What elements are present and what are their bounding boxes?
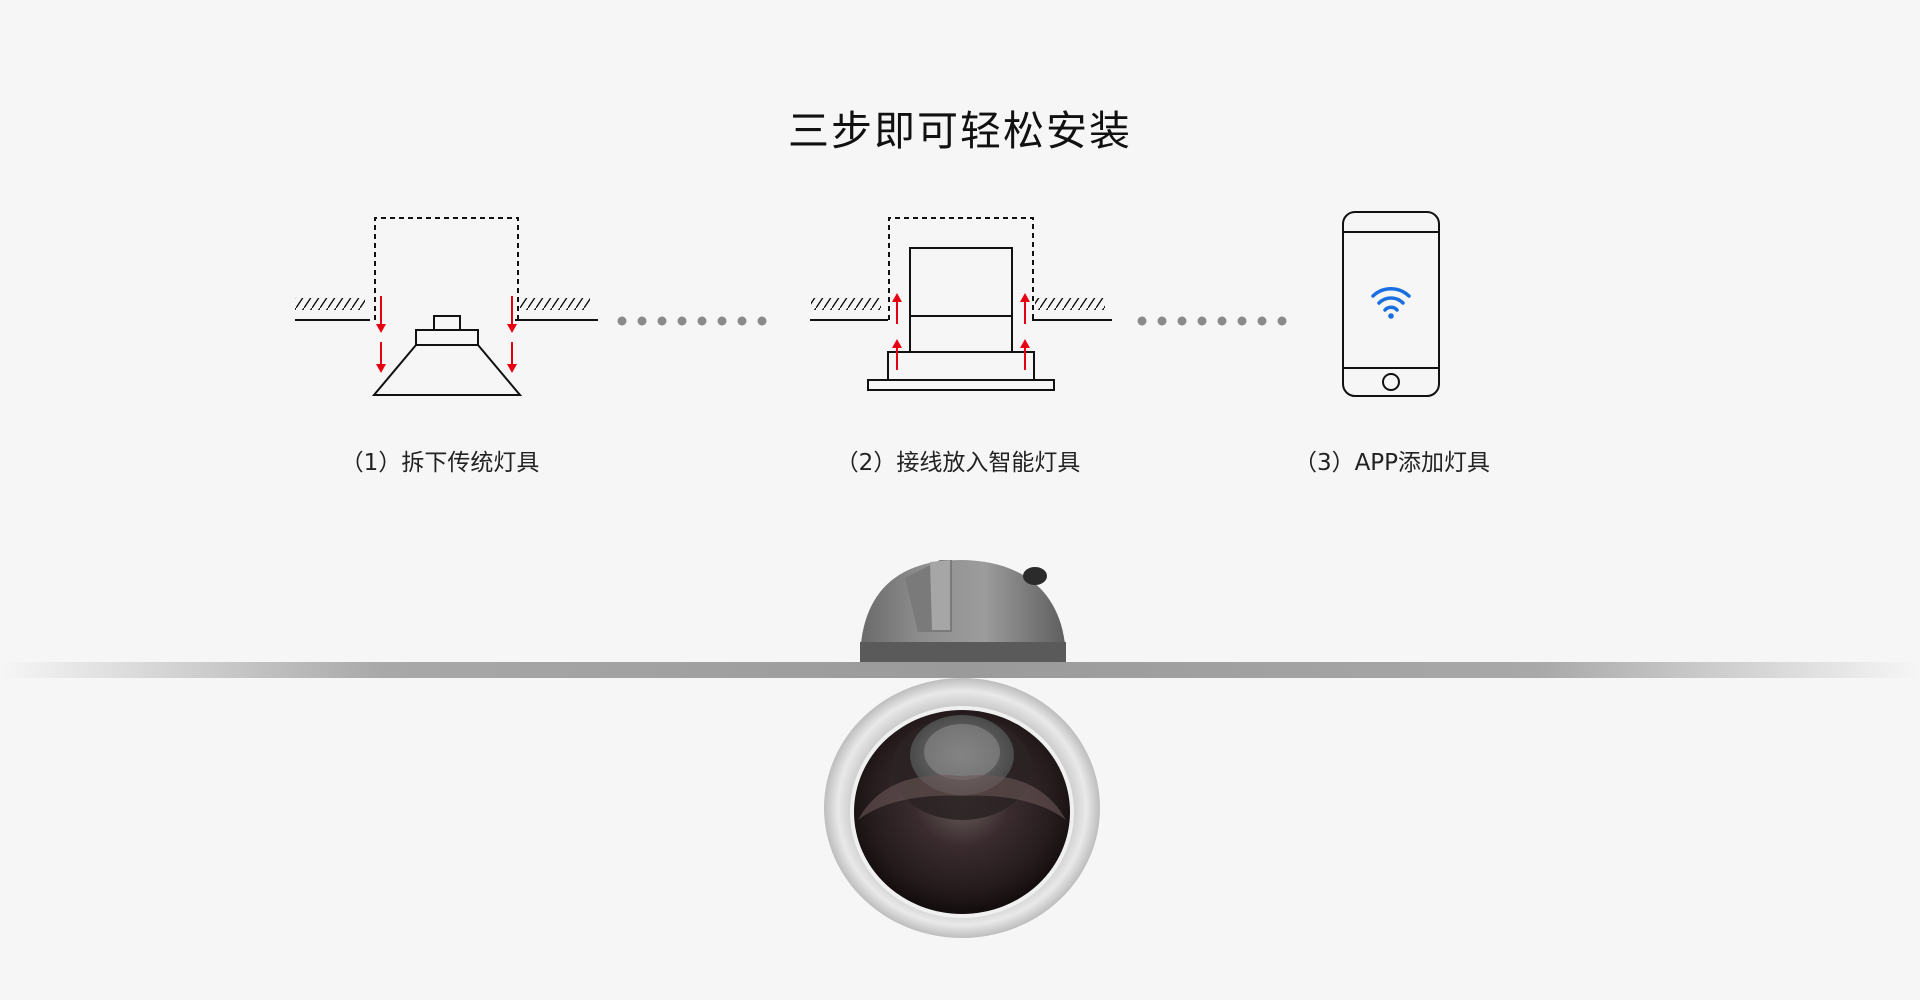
step-2-number: （2）: [835, 450, 897, 476]
step-3-text: APP添加灯具: [1354, 450, 1491, 476]
step-connector-dots-2: [1137, 316, 1287, 326]
page-title: 三步即可轻松安装: [788, 107, 1132, 155]
installation-steps-diagram: [295, 211, 1440, 397]
step-3-label: （3）APP添加灯具: [1294, 443, 1490, 477]
step-1-text: 拆下传统灯具: [401, 450, 540, 476]
downlight-housing: [860, 560, 1066, 662]
step-connector-dots-1: [617, 316, 767, 326]
smartphone-wifi-icon: [1342, 211, 1440, 397]
product-image-downlight: [0, 560, 1920, 938]
remove-old-fixture-icon: [295, 217, 598, 396]
step-1-label: （1）拆下传统灯具: [341, 443, 540, 477]
wifi-icon: [1371, 287, 1411, 312]
downlight-trim: [824, 678, 1100, 938]
step-2-text: 接线放入智能灯具: [896, 450, 1081, 476]
step-2-label: （2）接线放入智能灯具: [836, 443, 1081, 477]
step-3-number: （3）: [1293, 450, 1355, 476]
ceiling-line: [0, 662, 1920, 678]
insert-smart-fixture-icon: [810, 217, 1112, 391]
step-1-number: （1）: [340, 450, 402, 476]
